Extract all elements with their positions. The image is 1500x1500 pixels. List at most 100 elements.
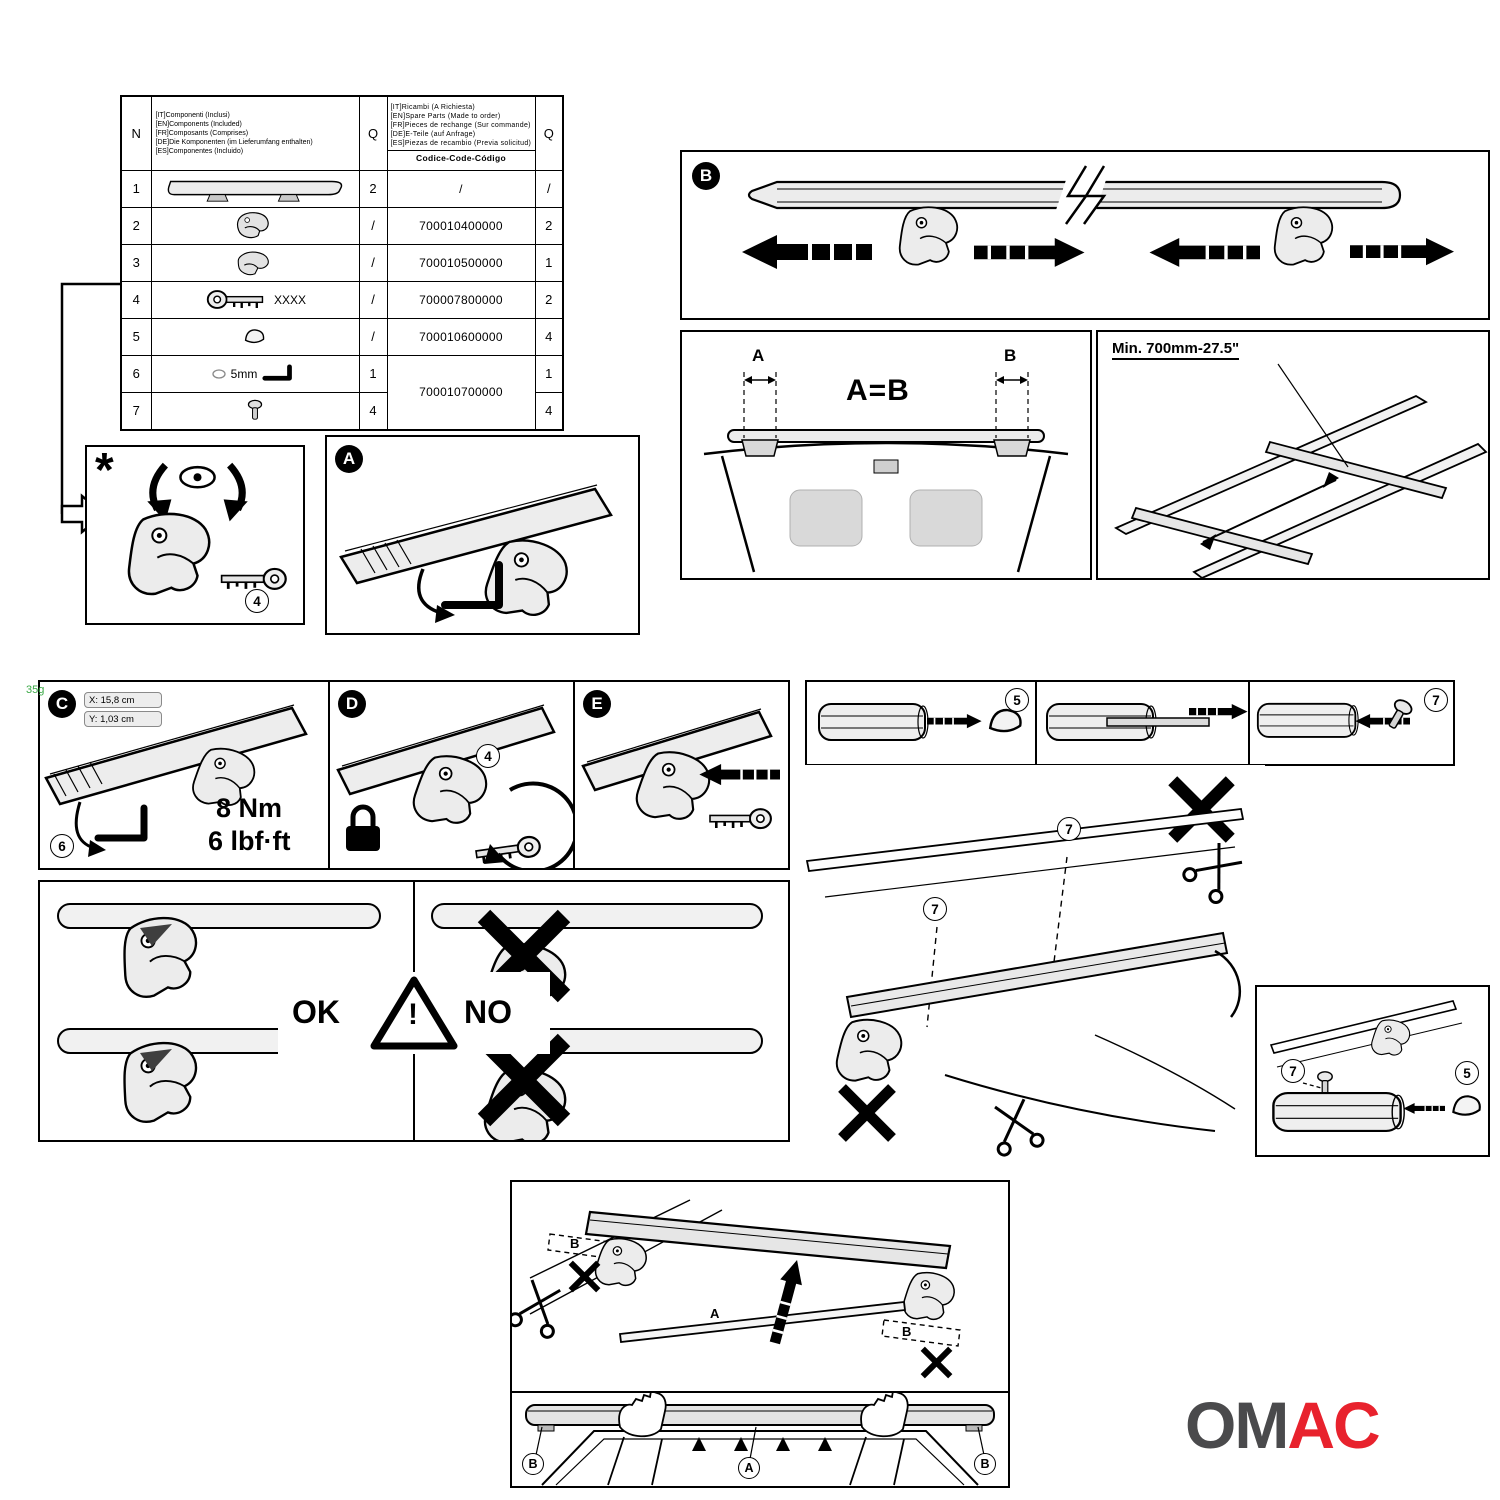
- bar-end-icon: [818, 703, 929, 741]
- clamp-foot-icon: [834, 1015, 905, 1087]
- warning-triangle-icon: [370, 976, 458, 1050]
- bar-end-icon: [1272, 1091, 1406, 1133]
- callout-7-badge: 7: [1424, 688, 1448, 712]
- x-mark-icon: [923, 1349, 951, 1377]
- insert-arrow: [698, 762, 782, 787]
- callout-7-badge: 7: [1281, 1059, 1305, 1083]
- qty-spare: 2: [534, 280, 564, 319]
- qty-included: 1: [358, 354, 388, 393]
- col-header-n: N: [120, 95, 152, 171]
- table-row: 5 / 700010600000 4: [120, 317, 564, 356]
- clamp-foot-icon: [900, 1268, 958, 1326]
- table-row: 7 4 4: [120, 391, 564, 430]
- key-icon: [708, 807, 773, 830]
- min-width-label-wrap: Min. 700mm-27.5": [1112, 340, 1240, 360]
- allen-size-label: 5mm: [230, 366, 258, 381]
- x-mark-icon: [1173, 781, 1231, 839]
- box-strip-insert: [1035, 680, 1250, 766]
- end-cap-icon: [1452, 1095, 1481, 1116]
- strip-a-label: A: [710, 1306, 720, 1321]
- dim-y-chip: Y: 1,03 cm: [84, 711, 162, 727]
- key-icon: [473, 834, 543, 866]
- included-components-header: [IT]Componenti (Inclusi) [EN]Components …: [155, 111, 313, 155]
- callout-7-badge: 7: [1057, 817, 1081, 841]
- col-header-q-included: Q: [358, 95, 388, 171]
- table-row: 4 XXXX / 700007800000 2: [120, 280, 564, 319]
- x-mark-icon: [571, 1263, 599, 1291]
- clamp-foot-icon: [898, 206, 959, 266]
- allen-key-icon: [94, 804, 148, 842]
- table-header-row: N [IT]Componenti (Inclusi) [EN]Component…: [120, 95, 564, 171]
- bolt-image: [247, 399, 263, 420]
- min-width-illustration: [1114, 363, 1488, 578]
- qty-included: /: [358, 243, 388, 282]
- qty-included: /: [358, 317, 388, 356]
- key-insert-illustration: [581, 708, 782, 830]
- torque-lbf: 6 lbf·ft: [208, 826, 291, 856]
- roof-bar-image: [167, 180, 343, 202]
- end-cap-image: [244, 329, 265, 344]
- panel-step-b: B: [680, 150, 1490, 320]
- rail-trim-illustration: [805, 765, 1250, 1158]
- key-lock-illustration: [127, 462, 288, 596]
- pin-insert-illustration: [1256, 696, 1415, 738]
- lift-b-left-badge: B: [522, 1453, 544, 1475]
- rotate-arrow: [496, 781, 573, 868]
- no-label: NO: [464, 994, 512, 1030]
- cap-insert-illustration: [818, 703, 1022, 741]
- callout-7-badge: 7: [923, 897, 947, 921]
- slide-left-arrow: [740, 233, 874, 271]
- allen-size-icon: [212, 368, 226, 379]
- row-number: 3: [120, 243, 152, 282]
- star-marker: *: [95, 444, 114, 497]
- slide-left-arrow: [1147, 236, 1262, 269]
- ok-no-illustration: [57, 882, 763, 1140]
- bar-assembly-illustration: [512, 1199, 961, 1391]
- table-row: 2 / 700010400000 2: [120, 206, 564, 245]
- strip-insert-illustration: [1046, 703, 1248, 741]
- bar-allen-illustration: [339, 484, 613, 625]
- parts-table: N [IT]Componenti (Inclusi) [EN]Component…: [120, 95, 564, 431]
- scissors-icon: [985, 1095, 1046, 1158]
- torque-nm: 8 Nm: [216, 793, 283, 823]
- callout-5-badge: 5: [1455, 1061, 1479, 1085]
- insert-arrow: [1188, 703, 1248, 721]
- torque-illustration: [44, 704, 308, 857]
- panel-min-width: Min. 700mm-27.5": [1096, 330, 1490, 580]
- allen-key-image: [262, 364, 293, 381]
- table-row: 6 5mm 1 700010700000 1: [120, 354, 564, 430]
- scissors-icon: [1179, 836, 1250, 907]
- clamp-hook-image: [237, 251, 269, 275]
- col-header-q-spare: Q: [534, 95, 564, 171]
- eye-icon: [179, 465, 216, 489]
- a-equals-b-label: A=B: [846, 374, 910, 407]
- insert-arrow: [926, 713, 983, 730]
- lift-b-right-badge: B: [974, 1453, 996, 1475]
- row-number: 4: [120, 280, 152, 319]
- lock-key-illustration: [336, 704, 573, 868]
- hand-left-icon: [607, 1393, 667, 1486]
- min-width-label: Min. 700mm-27.5": [1112, 340, 1240, 360]
- row-number: 2: [120, 206, 152, 245]
- dim-x-chip: X: 15,8 cm: [84, 692, 162, 708]
- warning-exclamation: !: [408, 998, 418, 1031]
- part-code: 700010500000: [386, 243, 536, 282]
- ok-label: OK: [292, 994, 340, 1030]
- step-b-badge: B: [692, 162, 720, 190]
- lift-arrow: [762, 1255, 810, 1348]
- qty-spare: 1: [534, 243, 564, 282]
- pin-icon: [1382, 696, 1415, 733]
- hand-right-icon: [849, 1393, 909, 1486]
- part-code: 700010400000: [386, 206, 536, 245]
- box-pin-insert: 7: [1248, 680, 1455, 766]
- lift-a-badge: A: [738, 1457, 760, 1479]
- panel-step-a: A: [325, 435, 640, 635]
- pin-cap-illustration: [1269, 1000, 1481, 1133]
- qty-spare: 1: [534, 354, 564, 393]
- bar-end-icon: [1256, 702, 1360, 738]
- watermark-text: 35g: [26, 684, 45, 696]
- clamp-foot-image: [236, 212, 269, 239]
- step-c-badge: C: [48, 690, 76, 718]
- rail-trim-diagram: 7 7: [795, 765, 1265, 1185]
